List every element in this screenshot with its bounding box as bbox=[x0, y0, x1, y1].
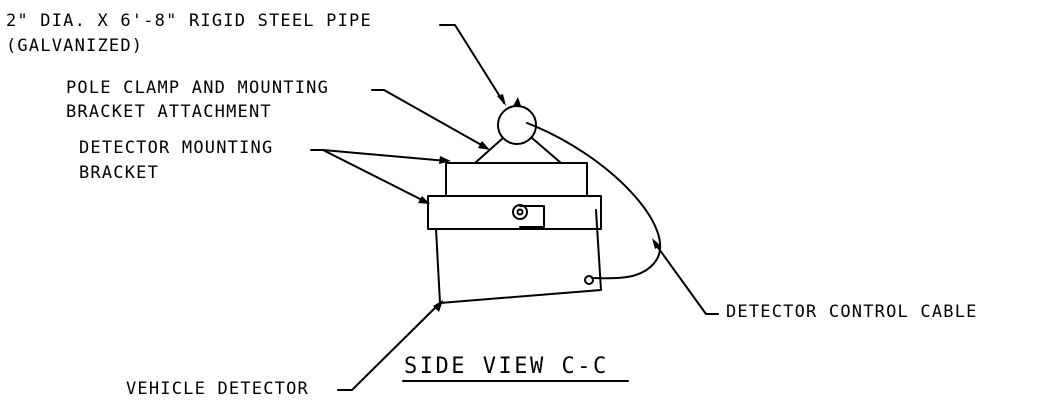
detector-leader-arrow bbox=[433, 300, 443, 312]
pipe-leader bbox=[439, 24, 505, 104]
bracket-leader-upper bbox=[310, 149, 448, 162]
lower-mounting-plate bbox=[427, 195, 602, 230]
cable-leader bbox=[653, 241, 719, 315]
clamp-label-line2: BRACKET ATTACHMENT bbox=[66, 102, 272, 122]
bracket-label-line1: DETECTOR MOUNTING bbox=[79, 138, 273, 158]
clamp-leader-arrow bbox=[478, 141, 490, 150]
pipe-label-line1: 2" DIA. X 6'-8" RIGID STEEL PIPE bbox=[6, 11, 372, 31]
bracket-leader-lower-arrow bbox=[418, 196, 430, 204]
bracket-leader-upper-arrow bbox=[439, 156, 451, 164]
cable-label: DETECTOR CONTROL CABLE bbox=[726, 302, 978, 322]
detector-leader bbox=[337, 302, 441, 391]
pipe-top-mark bbox=[513, 97, 521, 106]
pivot-bolt-inner bbox=[516, 208, 524, 216]
view-title: SIDE VIEW C-C bbox=[404, 354, 609, 379]
pipe-leader-arrow bbox=[497, 94, 506, 106]
cable-leader-arrow bbox=[652, 238, 661, 249]
pivot-slot bbox=[519, 205, 545, 228]
upper-mounting-bracket bbox=[445, 162, 588, 197]
pole-clamp-bracket bbox=[474, 137, 562, 164]
cable-connector bbox=[584, 275, 594, 285]
pipe-label-line2: (GALVANIZED) bbox=[6, 36, 143, 56]
detector-label: VEHICLE DETECTOR bbox=[126, 379, 309, 399]
vehicle-detector-body bbox=[435, 209, 602, 304]
clamp-leader bbox=[371, 89, 486, 148]
detector-control-cable bbox=[526, 122, 662, 280]
bracket-label-line2: BRACKET bbox=[79, 163, 159, 183]
pivot-bolt-outer bbox=[512, 204, 528, 220]
bracket-leader-lower bbox=[322, 149, 427, 203]
clamp-label-line1: POLE CLAMP AND MOUNTING bbox=[66, 78, 329, 98]
